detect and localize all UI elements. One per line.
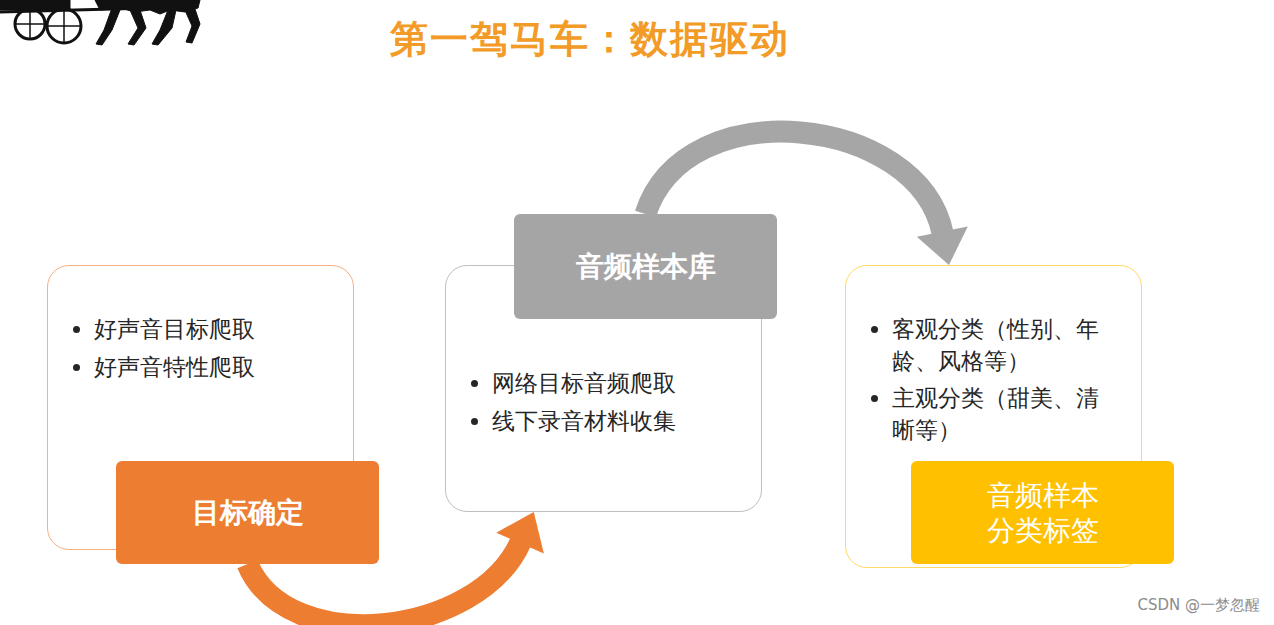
bullet-item: 线下录音材料收集 (492, 406, 742, 438)
bullet-item: 客观分类（性别、年龄、风格等） (892, 314, 1120, 377)
bullet-item: 好声音目标爬取 (94, 314, 334, 346)
label-text: 音频样本 分类标签 (980, 478, 1105, 548)
arrow-head (496, 512, 544, 554)
watermark: CSDN @一梦忽醒 (1137, 596, 1260, 615)
group-box: 网络目标音频爬取线下录音材料收集音频样本库 (445, 265, 762, 512)
group-box: 好声音目标爬取好声音特性爬取目标确定 (47, 265, 354, 550)
bullet-list: 网络目标音频爬取线下录音材料收集 (456, 368, 742, 437)
arrow-head (917, 227, 968, 265)
bullet-list: 好声音目标爬取好声音特性爬取 (58, 314, 334, 383)
bullet-item: 好声音特性爬取 (94, 352, 334, 384)
bullet-item: 主观分类（甜美、清晰等） (892, 383, 1120, 446)
bullet-list: 客观分类（性别、年龄、风格等）主观分类（甜美、清晰等） (856, 314, 1120, 447)
label-text: 目标确定 (192, 495, 304, 530)
group-box: 客观分类（性别、年龄、风格等）主观分类（甜美、清晰等） 音频样本 分类标签 (845, 265, 1142, 568)
bullet-item: 网络目标音频爬取 (492, 368, 742, 400)
label-box: 音频样本 分类标签 (911, 461, 1174, 564)
label-text: 音频样本库 (576, 249, 716, 284)
label-box: 目标确定 (116, 461, 379, 564)
diagram-title: 第一驾马车：数据驱动 (290, 14, 890, 65)
label-box: 音频样本库 (514, 214, 777, 319)
carriage-silhouette (0, 0, 200, 45)
